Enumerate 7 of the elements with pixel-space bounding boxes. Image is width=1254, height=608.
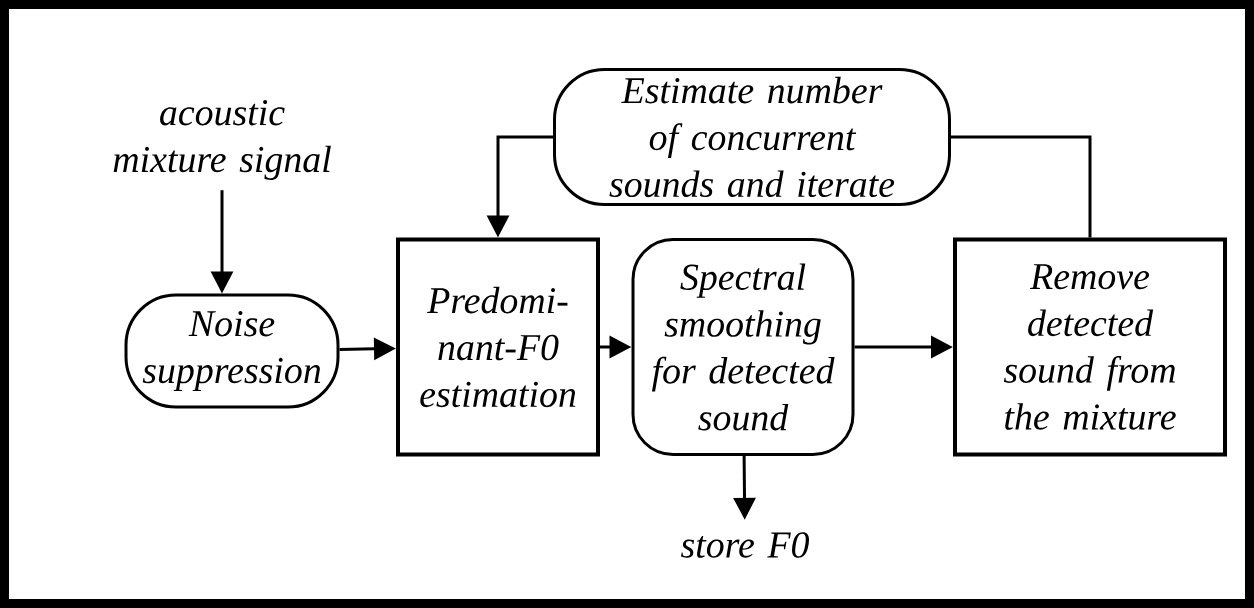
- process-box: Predomi- nant-F0 estimation: [396, 237, 600, 457]
- terminal-box: Estimate number of concurrent sounds and iterate: [553, 68, 951, 206]
- text-label: store F0: [681, 532, 809, 558]
- process-box: Remove detected sound from the mixture: [953, 237, 1227, 457]
- text-label: acoustic mixture signal: [113, 100, 331, 180]
- terminal-box: Noise suppression: [124, 293, 340, 409]
- rounded-process-box: Spectral smoothing for detected sound: [631, 238, 855, 456]
